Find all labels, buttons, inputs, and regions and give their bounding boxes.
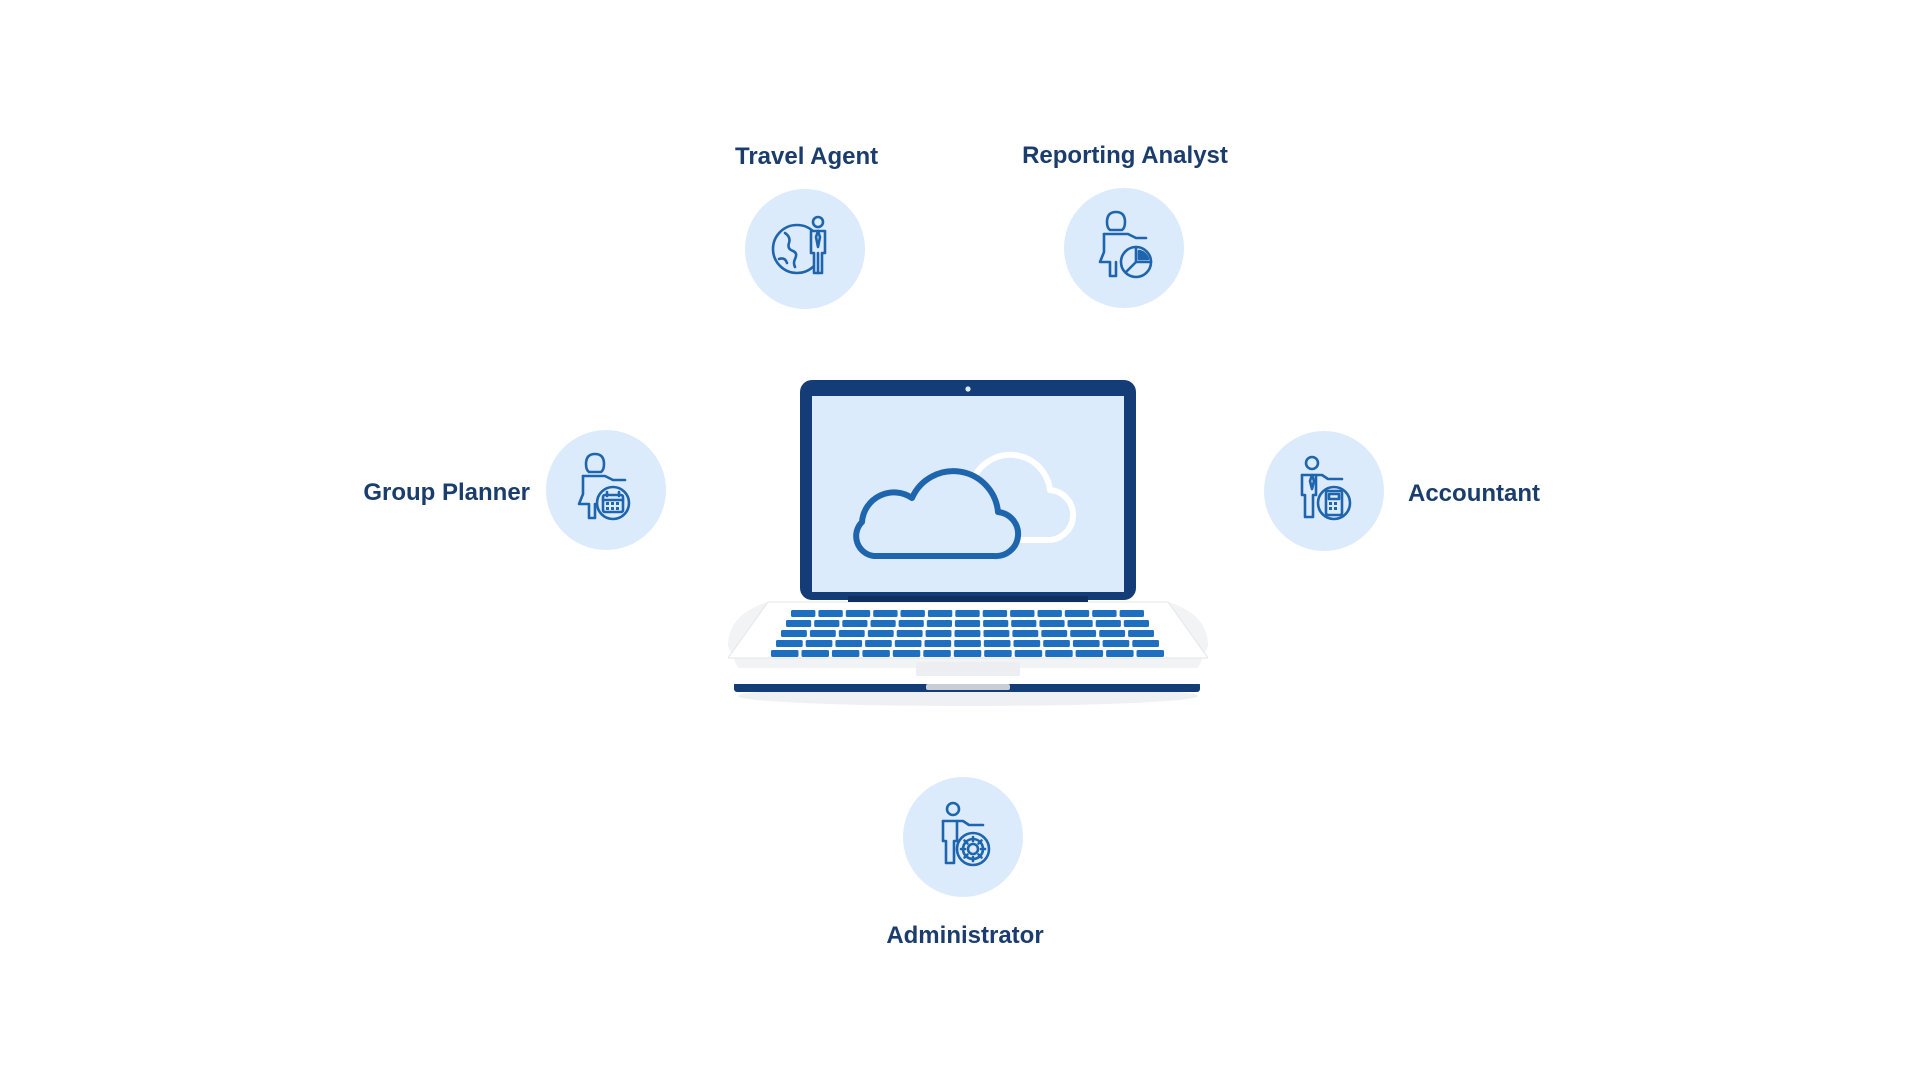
keyboard-key xyxy=(835,640,863,647)
keyboard-key xyxy=(1039,620,1065,627)
travel-agent-node xyxy=(745,189,865,309)
keyboard-key xyxy=(1041,630,1068,637)
keyboard-key xyxy=(1132,640,1159,647)
keyboard-key xyxy=(954,620,981,627)
accountant-label: Accountant xyxy=(1408,480,1540,507)
keyboard-key xyxy=(983,630,1010,637)
administrator-label: Administrator xyxy=(886,922,1044,949)
travel-agent-label: Travel Agent xyxy=(735,143,879,170)
keyboard-key xyxy=(954,630,981,637)
group-planner-label: Group Planner xyxy=(363,479,530,506)
keyboard-key xyxy=(1119,610,1144,617)
keyboard-key xyxy=(1102,640,1130,647)
keyboard-key xyxy=(1072,640,1100,647)
keyboard-key xyxy=(898,620,924,627)
keyboard-key xyxy=(983,640,1011,647)
keyboard-key xyxy=(926,620,952,627)
keyboard-key xyxy=(1043,640,1070,647)
keyboard-key xyxy=(842,620,868,627)
keyboard-key xyxy=(809,630,836,637)
laptop-cloud-icon xyxy=(728,380,1208,706)
keyboard-key xyxy=(954,640,981,647)
keyboard-key xyxy=(953,650,982,657)
keyboard-key xyxy=(1064,610,1090,617)
keyboard-key xyxy=(1010,610,1035,617)
keyboard-key xyxy=(801,650,829,657)
keyboard-key xyxy=(1014,650,1043,657)
keyboard-key xyxy=(814,620,840,627)
keyboard-key xyxy=(1128,630,1154,637)
keyboard-key xyxy=(818,610,843,617)
keyboard-key xyxy=(1075,650,1104,657)
keyboard-key xyxy=(1067,620,1093,627)
person-calendar-icon xyxy=(577,452,631,521)
keyboard-key xyxy=(870,620,896,627)
keyboard-key xyxy=(873,610,898,617)
keyboard-key xyxy=(867,630,894,637)
keyboard-key xyxy=(1095,620,1121,627)
accountant-node xyxy=(1264,431,1384,551)
keyboard-key xyxy=(983,620,1009,627)
keyboard-key xyxy=(831,650,860,657)
keyboard-key xyxy=(1045,650,1073,657)
administrator-node xyxy=(903,777,1023,897)
keyboard-key xyxy=(1099,630,1126,637)
reporting-analyst-label: Reporting Analyst xyxy=(1022,142,1228,169)
keyboard-key xyxy=(923,650,951,657)
keyboard-key xyxy=(1092,610,1117,617)
keyboard-key xyxy=(984,650,1012,657)
keyboard-key xyxy=(1136,650,1164,657)
keyboard-key xyxy=(1070,630,1097,637)
keyboard-key xyxy=(1012,630,1039,637)
reporting-analyst-node xyxy=(1064,188,1184,308)
keyboard-key xyxy=(781,630,807,637)
keyboard-key xyxy=(776,640,803,647)
keyboard-key xyxy=(805,640,833,647)
keyboard-key xyxy=(896,630,923,637)
laptop-cloud-illustration xyxy=(728,378,1208,708)
keyboard-key xyxy=(845,610,871,617)
keyboard-key xyxy=(894,640,922,647)
person-calculator-icon xyxy=(1300,455,1352,521)
person-pie-chart-icon xyxy=(1098,210,1153,279)
globe-person-icon xyxy=(771,215,827,275)
keyboard-key xyxy=(771,650,799,657)
person-gear-icon xyxy=(941,801,991,867)
keyboard-key xyxy=(786,620,812,627)
keyboard-key xyxy=(838,630,865,637)
keyboard-key xyxy=(791,610,816,617)
keyboard-key xyxy=(1106,650,1134,657)
keyboard-key xyxy=(924,640,952,647)
keyboard-key xyxy=(862,650,890,657)
keyboard-key xyxy=(955,610,980,617)
keyboard-key xyxy=(900,610,925,617)
keyboard-key xyxy=(865,640,892,647)
keyboard-key xyxy=(1123,620,1149,627)
keyboard-key xyxy=(1013,640,1041,647)
keyboard-key xyxy=(1037,610,1062,617)
keyboard-key xyxy=(927,610,953,617)
keyboard-key xyxy=(982,610,1008,617)
keyboard-key xyxy=(892,650,921,657)
keyboard-key xyxy=(925,630,952,637)
group-planner-node xyxy=(546,430,666,550)
keyboard-key xyxy=(1011,620,1037,627)
